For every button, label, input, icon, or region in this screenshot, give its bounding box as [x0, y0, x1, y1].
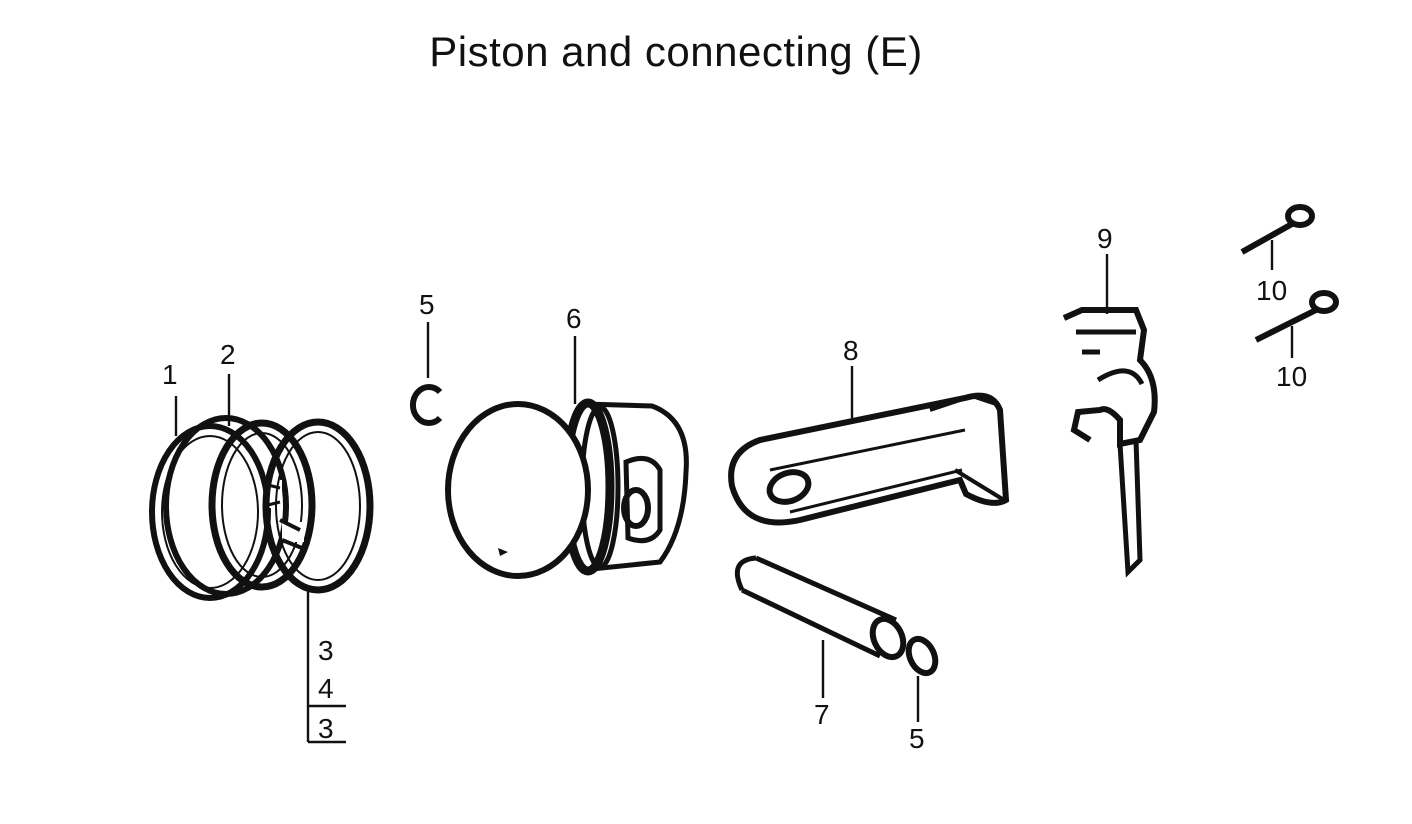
part-1-ring-top — [149, 415, 289, 601]
part-7-piston-pin — [734, 555, 907, 661]
part-2-ring-second — [208, 419, 316, 591]
callout-6: 6 — [566, 303, 582, 334]
part-8-connecting-rod — [728, 392, 1010, 526]
callout-10-upper: 10 — [1256, 275, 1287, 306]
callout-5-lower: 5 — [909, 723, 925, 754]
part-9-rod-cap — [1062, 307, 1158, 578]
part-5-circlip-upper — [409, 384, 443, 426]
diagram-title: Piston and connecting (E) — [429, 28, 923, 75]
callout-3-lower: 3 — [318, 713, 334, 744]
callout-9: 9 — [1097, 223, 1113, 254]
callout-5-upper: 5 — [419, 289, 435, 320]
callout-3-upper: 3 — [318, 635, 334, 666]
part-5-circlip-lower — [905, 635, 939, 677]
part-10-bolt-upper — [1240, 204, 1315, 255]
leader-lines — [174, 240, 1294, 744]
callout-10-lower: 10 — [1276, 361, 1307, 392]
part-3-ring-oil — [262, 418, 374, 594]
callout-7: 7 — [814, 699, 830, 730]
callouts: 1 2 3 4 3 5 6 8 7 5 9 10 10 — [162, 223, 1307, 754]
part-6-piston — [445, 398, 689, 579]
callout-4: 4 — [318, 673, 334, 704]
callout-8: 8 — [843, 335, 859, 366]
callout-2: 2 — [220, 339, 236, 370]
part-10-bolt-lower — [1254, 290, 1339, 343]
callout-1: 1 — [162, 359, 178, 390]
